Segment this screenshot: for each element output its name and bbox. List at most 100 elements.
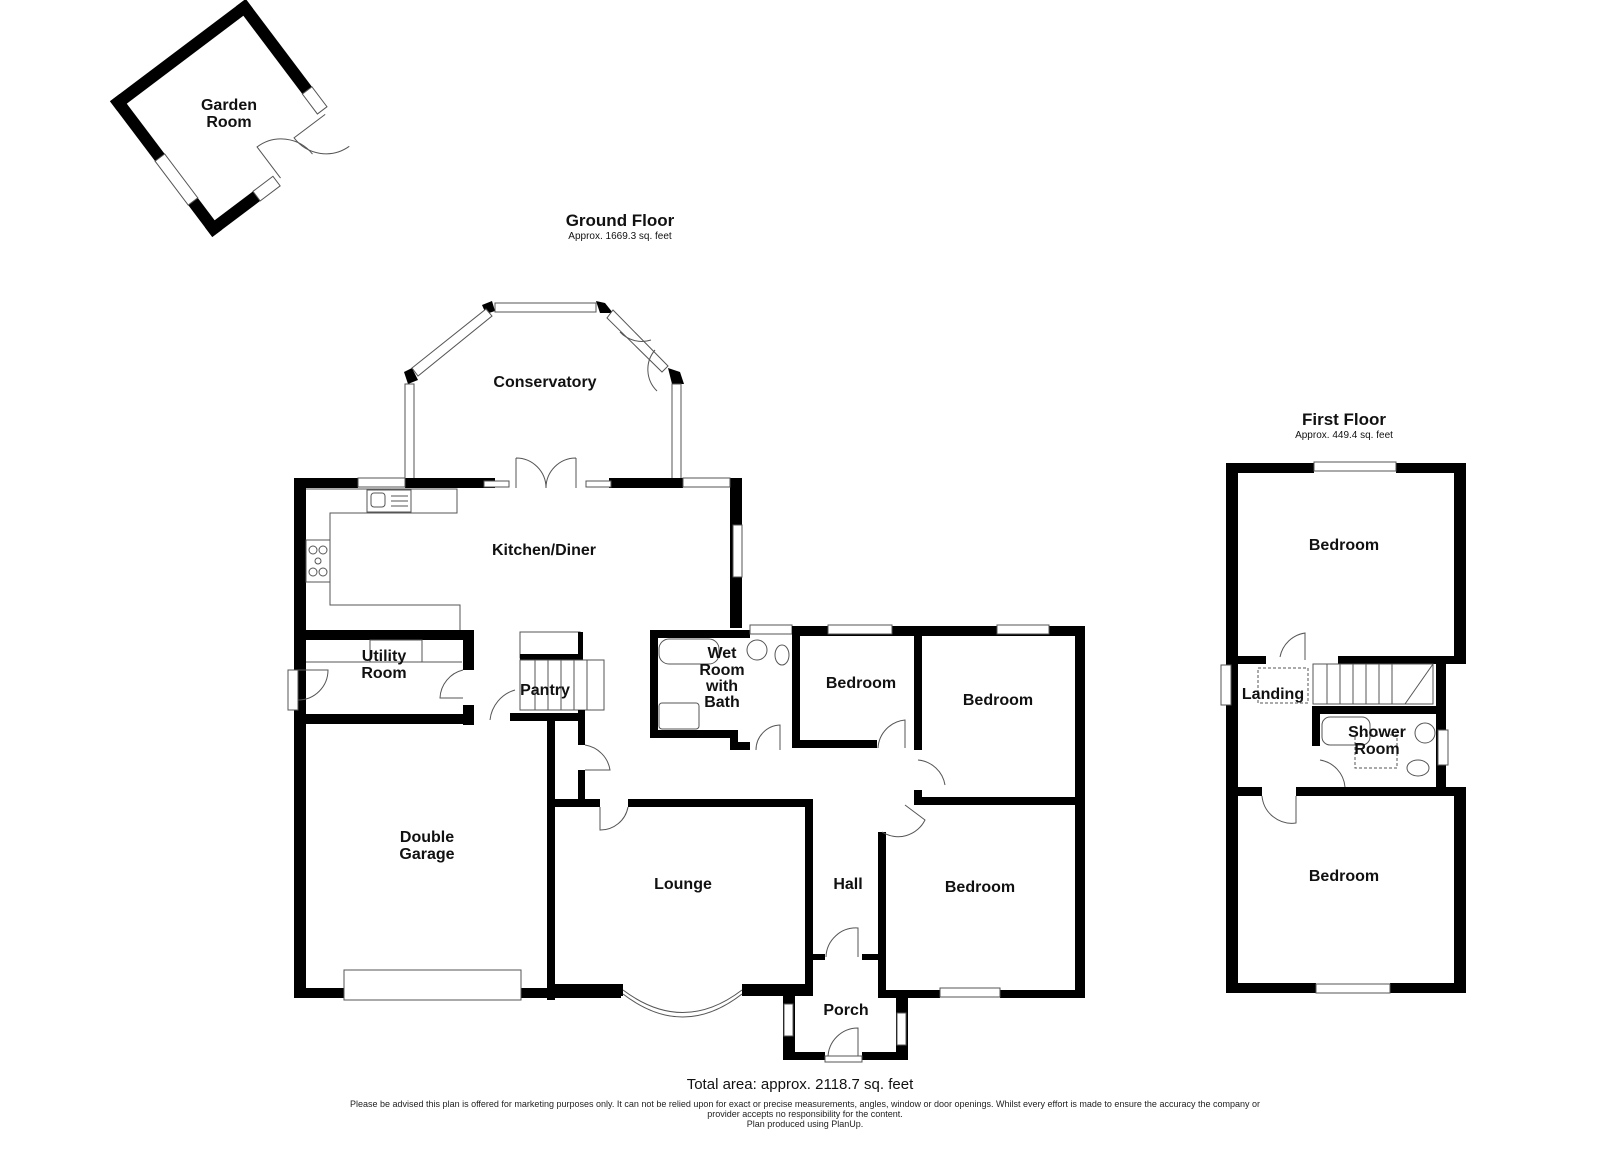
landing-label: Landing: [1242, 686, 1304, 703]
conservatory-door-swing: [619, 331, 652, 342]
bedroom-west-wall: [878, 832, 886, 998]
ground-floor-heading: Ground Floor Approx. 1669.3 sq. feet: [520, 211, 720, 242]
pantry-area: [489, 631, 605, 722]
wet-room-label-1: Wet: [707, 645, 737, 662]
hob-ring: [308, 545, 318, 555]
conservatory-door-swing-2: [647, 349, 658, 392]
bedroom-front: [878, 804, 1085, 998]
ff-north-wall: [1226, 463, 1314, 473]
wet-room-label-3: with: [705, 678, 738, 695]
bedroom-small: [792, 624, 1084, 750]
sink-bowl: [370, 492, 386, 508]
bedroom-south-wall: [1000, 990, 1085, 998]
bedroom-window: [939, 987, 1001, 998]
porch-window-east: [896, 1012, 907, 1046]
conservatory-window-left-angled: [411, 308, 493, 377]
first-floor-title: First Floor: [1301, 410, 1387, 429]
garden-room-door-swing: [256, 138, 313, 179]
conservatory-corner: [404, 368, 418, 384]
pantry-wall: [578, 632, 583, 660]
first-floor-heading: First Floor Approx. 449.4 sq. feet: [1244, 410, 1444, 441]
pantry-south-wall: [510, 713, 585, 721]
utility-east-wall: [463, 630, 474, 670]
bedroom-wall: [792, 626, 800, 748]
disclaimer: Please be advised this plan is offered f…: [270, 1099, 1340, 1129]
french-doors-swing: [515, 457, 577, 489]
ff-east-wall-lower: [1454, 787, 1466, 993]
ff-staircase: [1312, 663, 1434, 705]
shower-bath: [1321, 716, 1371, 746]
wet-room-wall: [730, 730, 738, 750]
bedroom-front-label: Bedroom: [945, 879, 1015, 896]
landing-window: [1220, 664, 1232, 706]
conservatory-corner: [668, 368, 684, 384]
garden-room-window-bottom: [252, 175, 281, 202]
ff-bedroom-top-label: Bedroom: [1309, 537, 1379, 554]
garage-door: [343, 969, 522, 1001]
garden-room-door-swing-2: [293, 113, 350, 155]
ff-lower-bedroom-north-wall: [1296, 787, 1466, 796]
conservatory: [404, 301, 684, 485]
kitchen-side-light: [483, 480, 510, 488]
lounge-north-wall: [628, 799, 812, 807]
conservatory-window-top: [494, 302, 597, 313]
wet-room: [650, 624, 793, 751]
porch-wall: [862, 954, 880, 960]
ff-east-wall-mid: [1436, 656, 1446, 791]
bedroom-divider-wall: [914, 626, 922, 750]
garden-room-window-left: [154, 153, 199, 206]
disclaimer-line-3: Plan produced using PlanUp.: [746, 1119, 864, 1129]
shower-room-window: [1437, 729, 1449, 766]
garden-room: Garden Room: [109, 0, 350, 238]
bedroom-large: [914, 624, 1085, 998]
ff-bedroom-window-top: [1313, 461, 1397, 472]
disclaimer-line-2: provider accepts no responsibility for t…: [707, 1109, 903, 1119]
front-door-threshold: [824, 1055, 863, 1063]
total-area: Total area: approx. 2118.7 sq. feet: [686, 1076, 914, 1093]
corridor-wall: [578, 720, 585, 745]
porch-inner-door-swing: [825, 927, 859, 958]
wet-room-label-4: Bath: [704, 694, 740, 711]
porch-wall: [813, 954, 825, 960]
utility-door-frame: [287, 669, 299, 711]
lounge-east-wall: [805, 799, 813, 989]
porch-south-wall: [862, 1052, 908, 1060]
garden-room-label-2: Room: [206, 114, 251, 131]
bedroom-south-wall: [914, 797, 1084, 805]
hob-ring: [318, 545, 328, 555]
corridor-door-swing: [584, 744, 611, 771]
lounge-south-wall: [742, 984, 813, 996]
porch-window-west: [783, 1003, 794, 1037]
ff-basin: [1414, 722, 1436, 744]
first-floor-plan: Bedroom Landing Shower Room Bedroom: [1220, 461, 1466, 994]
ff-south-wall: [1390, 983, 1466, 993]
kitchen-window-right: [682, 477, 731, 488]
utility-sink: [369, 639, 423, 663]
bedroom-door-swing: [917, 759, 946, 786]
lounge: [555, 799, 813, 1018]
garage-south-wall: [294, 988, 344, 998]
hall-label: Hall: [833, 876, 862, 893]
corridor-wall: [578, 770, 585, 805]
hall-porch: [783, 927, 908, 1063]
east-wall: [1075, 626, 1085, 998]
utility-north-wall: [294, 630, 474, 640]
wet-room-west-wall: [650, 630, 658, 738]
porch-south-wall: [783, 1052, 825, 1060]
ff-bedroom-south-wall: [1338, 656, 1466, 664]
garden-room-label-1: Garden: [201, 97, 257, 114]
kitchen-sink: [366, 489, 412, 513]
wc: [774, 644, 790, 666]
ff-north-wall: [1396, 463, 1466, 473]
lounge-north-wall: [555, 799, 600, 807]
hob-ring: [314, 557, 322, 565]
ff-wc: [1406, 759, 1430, 777]
staircase: [1312, 663, 1434, 705]
ground-floor-title: Ground Floor: [565, 211, 675, 230]
disclaimer-line-1: Please be advised this plan is offered f…: [350, 1099, 1260, 1109]
utility-room-label-2: Room: [361, 665, 406, 682]
hob: [305, 539, 331, 583]
bedroom-small-label: Bedroom: [826, 675, 896, 692]
garage-east-wall: [547, 720, 555, 1000]
